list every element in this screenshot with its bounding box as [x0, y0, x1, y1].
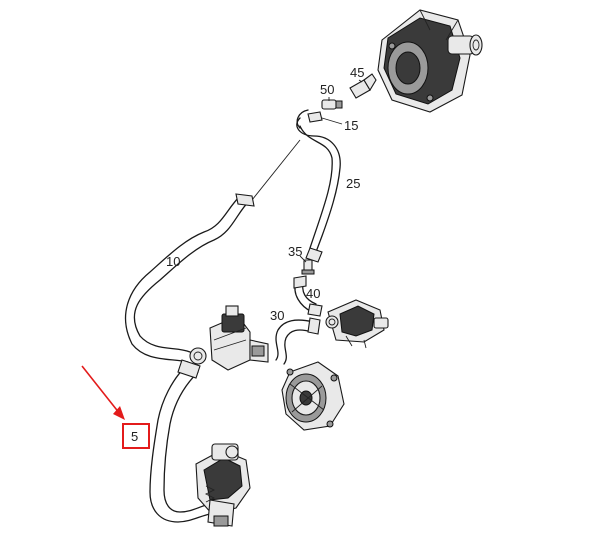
bottom-valve-unit	[195, 443, 251, 527]
callout-25: 25	[346, 176, 360, 191]
leader-45	[358, 79, 363, 83]
connector-50	[321, 99, 343, 110]
hose-30	[275, 317, 321, 365]
leader-35	[299, 255, 307, 263]
red-arrow-head	[113, 406, 125, 420]
callout-10: 10	[166, 254, 180, 269]
callout-35: 35	[288, 244, 302, 259]
connector-45	[349, 73, 377, 99]
callout-5: 5	[131, 429, 138, 444]
callout-15: 15	[344, 118, 358, 133]
callout-30: 30	[270, 308, 284, 323]
hose-5	[149, 359, 211, 523]
callout-40: 40	[306, 286, 320, 301]
highlight-annotation: 5	[81, 365, 150, 449]
red-highlight-box	[122, 423, 150, 449]
switchover-valve	[189, 305, 269, 371]
thermostat-housing	[325, 299, 389, 349]
hose-10	[124, 193, 255, 363]
assembly-guide-line	[251, 139, 301, 201]
callout-45: 45	[350, 65, 364, 80]
callout-50: 50	[320, 82, 334, 97]
vacuum-pump	[377, 9, 483, 113]
red-arrow-shaft	[81, 365, 121, 415]
water-pump	[281, 361, 345, 431]
hose-25	[296, 109, 341, 263]
leader-15	[321, 117, 343, 125]
hose-40	[293, 275, 323, 317]
clamp-15	[307, 111, 323, 123]
fitting-35	[301, 259, 315, 275]
